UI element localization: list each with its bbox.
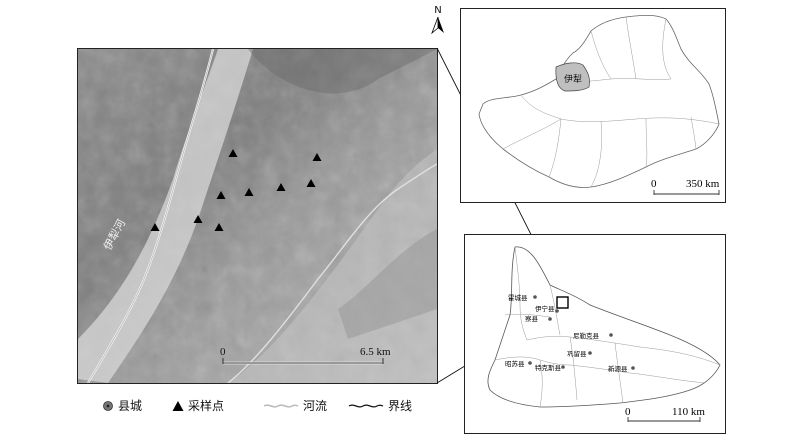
top-scale-zero: 0 (651, 178, 657, 190)
legend-item-river: 河流 (263, 397, 327, 414)
inset-map-ili-counties: 霍城县 伊宁县 察县 尼勒克县 巩留县 新源县 特克斯县 昭苏县 0 110 k… (464, 234, 726, 434)
legend-item-county-seat: 县城 (102, 397, 142, 414)
sampling-point (312, 153, 322, 161)
ili-region-label: 伊犁 (564, 73, 582, 85)
bottom-scale-bar (627, 417, 701, 422)
legend-item-sampling-point: 采样点 (172, 397, 224, 414)
ridge-shade-right (338, 229, 437, 339)
xinjiang-boundary (478, 14, 720, 188)
county-seats (528, 295, 635, 370)
ili-counties-svg: 霍城县 伊宁县 察县 尼勒克县 巩留县 新源县 特克斯县 昭苏县 0 110 k… (487, 246, 721, 422)
county-seat-icon (555, 309, 559, 313)
north-arrow-icon (431, 16, 444, 35)
inset-map-xinjiang: 伊犁 0 350 km (460, 8, 726, 203)
county-seat-icon (588, 351, 592, 355)
county-label: 新源县 (608, 364, 628, 373)
map-legend: 县城 采样点 河流 界线 (80, 397, 430, 419)
county-label: 尼勒克县 (573, 331, 600, 340)
county-boundaries (494, 246, 721, 408)
county-label: 昭苏县 (505, 359, 525, 368)
ili-river-edge (87, 49, 214, 383)
river-line-icon (263, 403, 299, 408)
main-scale-max: 6.5 km (360, 346, 391, 358)
north-arrow: N (430, 5, 446, 37)
legend-label: 县城 (118, 399, 143, 413)
legend-item-boundary: 界线 (348, 397, 412, 414)
county-label: 特克斯县 (535, 363, 562, 372)
county-seat-icon (533, 295, 537, 299)
sampling-point (150, 223, 160, 231)
sampling-point (306, 179, 316, 187)
top-scale-bar (653, 190, 720, 195)
legend-label: 界线 (388, 399, 413, 413)
county-seat-icon (548, 317, 552, 321)
lower-plain (228, 149, 437, 383)
county-label: 察县 (525, 314, 539, 323)
sampling-point (214, 223, 224, 231)
county-seat-icon (561, 365, 565, 369)
county-label: 霍城县 (508, 294, 528, 302)
county-label: 伊宁县 (535, 304, 555, 313)
xinjiang-outline-svg: 伊犁 0 350 km (478, 14, 720, 195)
sampling-point (193, 215, 203, 223)
ili-region-highlight (555, 62, 590, 92)
main-scale-bar (222, 358, 384, 365)
county-label: 巩留县 (567, 349, 587, 358)
boundary-line-icon (348, 404, 384, 407)
study-area-box (556, 296, 569, 309)
county-seat-icon (609, 333, 613, 337)
tributary-river (227, 163, 437, 383)
main-relief-map: 伊犁河 0 6.5 km (77, 48, 438, 384)
sampling-point (228, 149, 238, 157)
relief-map-svg: 伊犁河 0 6.5 km (78, 49, 437, 383)
sampling-point (244, 188, 254, 196)
county-seat-icon (103, 400, 113, 411)
sampling-point (216, 191, 226, 199)
legend-label: 采样点 (188, 399, 225, 413)
legend-label: 河流 (303, 399, 328, 413)
sampling-points (150, 149, 322, 231)
ili-boundary (487, 246, 721, 408)
bottom-scale-max: 110 km (672, 406, 705, 418)
top-scale-max: 350 km (686, 178, 720, 190)
bottom-scale-zero: 0 (625, 406, 631, 418)
county-seat-icon (528, 361, 532, 365)
sampling-point (276, 183, 286, 191)
ridge-shade-top (248, 49, 437, 94)
county-seat-icon (631, 366, 635, 370)
main-scale-zero: 0 (220, 346, 226, 358)
north-label: N (434, 5, 442, 16)
triangle-icon (172, 400, 184, 411)
